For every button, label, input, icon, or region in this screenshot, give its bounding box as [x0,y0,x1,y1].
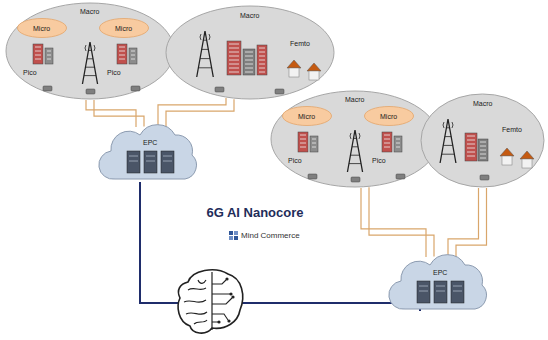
cell-type-label: Pico [372,156,386,165]
backhaul-link [158,98,234,127]
node-label: Micro [298,112,315,121]
backhaul-line [166,99,234,127]
brand-name: Mind Commerce [241,231,300,240]
micro-cell: Micro [364,106,414,126]
node-label: Micro [33,24,50,33]
backhaul-line [369,187,434,256]
backhaul-link [361,187,434,257]
micro-cell: Micro [282,106,332,126]
node-label: EPC [433,268,447,277]
backhaul-line [158,98,226,127]
backhaul-link [86,100,144,127]
node-label: Macro [345,95,364,104]
diagram-title: 6G AI Nanocore [170,205,340,221]
node-label: EPC [143,138,157,147]
macro-cell: MacroMicro Micro [270,90,440,188]
backhaul-line [94,100,144,127]
macro-cell-shape [165,5,335,100]
brand-logo [229,231,238,240]
epc-cloud: EPC [95,125,205,185]
node-label: Micro [115,24,132,33]
epc-cloud: EPC [385,255,495,315]
cell-type-label: Pico [288,156,302,165]
backbone-wire [140,182,180,303]
epc-cloud-shape [95,125,205,185]
macro-cell: Macro [165,5,335,100]
cell-type-label: Pico [23,68,37,77]
ai-brain [178,270,243,333]
node-label: Macro [240,11,259,20]
macro-cell-shape [270,90,440,188]
backhaul-line [361,188,426,257]
micro-cell: Micro [17,18,67,38]
macro-cell: Macro [420,93,545,188]
backhaul-link [448,188,487,257]
macro-cell: MacroMicro Micro [5,2,175,100]
macro-cell-shape [5,2,175,100]
backhaul-line [448,188,479,257]
cell-type-label: Pico [107,68,121,77]
micro-cell: Micro [99,18,149,38]
node-label: Macro [473,99,492,108]
cell-type-label: Femto [290,39,310,48]
node-label: Micro [380,112,397,121]
epc-cloud-shape [385,255,495,315]
backhaul-line [456,188,487,257]
node-label: Macro [80,7,99,16]
macro-cell-shape [420,93,545,188]
cell-type-label: Femto [502,125,522,134]
